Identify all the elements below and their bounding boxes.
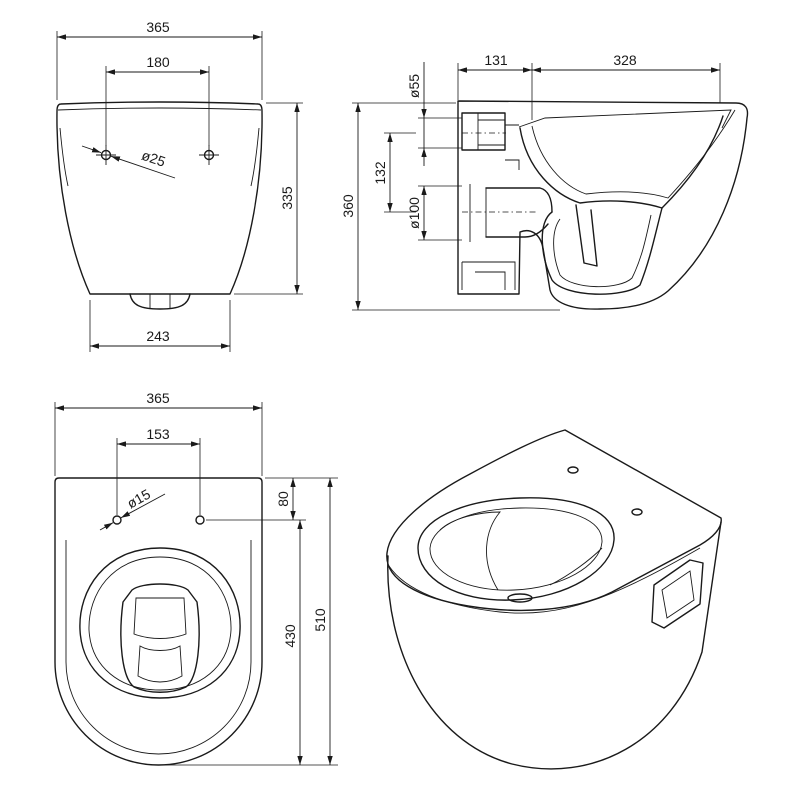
front-height-label: 335 — [279, 186, 295, 210]
side-rear-depth-label: 131 — [484, 52, 508, 68]
side-bowl-inner-surface — [519, 115, 724, 209]
side-trap-outer — [541, 207, 663, 295]
front-side-edge-right — [250, 127, 260, 187]
front-drain-outlet — [129, 293, 191, 310]
side-section-view: 131 328 360 ø55 132 ø100 — [340, 52, 749, 311]
iso-rim-edge — [388, 547, 701, 614]
side-spacing-label: 132 — [372, 161, 388, 185]
iso-side-opening — [651, 559, 704, 629]
front-rim-line — [57, 107, 262, 111]
iso-bowl-interior — [439, 511, 603, 591]
top-seat-ring-inner — [88, 556, 232, 691]
iso-hole-left — [567, 466, 579, 474]
top-hole-spacing-label: 153 — [146, 426, 170, 442]
iso-drain-opening — [507, 593, 533, 603]
iso-bowl-rim-outer — [417, 497, 615, 601]
top-seat-ring-outer — [79, 547, 241, 699]
iso-side-opening-inner — [661, 570, 695, 619]
iso-bowl-rim-inner — [429, 507, 603, 591]
top-length-label: 510 — [312, 608, 328, 632]
side-trap-weir — [575, 204, 598, 267]
front-view: 365 180 ø25 335 243 — [56, 19, 303, 352]
front-hole-dia-leader-b — [110, 155, 176, 179]
top-hole-dia-leader-b — [120, 493, 166, 519]
front-hole-spacing-label: 180 — [146, 54, 170, 70]
front-base-width-label: 243 — [146, 328, 170, 344]
iso-hole-right — [631, 508, 643, 516]
side-upper-pipe-dia-label: ø55 — [406, 74, 422, 98]
front-drain-inner — [149, 294, 171, 308]
side-outlet-duct — [485, 187, 553, 238]
front-hole-dia-leader-a — [81, 145, 102, 154]
top-width-label: 365 — [146, 390, 170, 406]
side-outlet-duct-wall — [469, 184, 487, 242]
top-hole-dia-label: ø15 — [124, 486, 153, 512]
front-side-edge-left — [59, 127, 69, 187]
top-hole-right — [195, 515, 205, 525]
side-outlet-dia-label: ø100 — [406, 197, 422, 229]
front-hole-dia-label: ø25 — [140, 147, 168, 170]
top-length-from-holes-label: 430 — [282, 624, 298, 648]
front-hole-right — [199, 145, 219, 165]
side-mounting-foot — [461, 261, 516, 290]
side-rim-lip — [518, 109, 732, 129]
side-inlet-block — [461, 112, 506, 151]
top-view: 365 153 ø15 80 430 510 — [54, 390, 338, 766]
side-bowl-shell-offset — [531, 109, 736, 199]
side-front-depth-label: 328 — [613, 52, 637, 68]
front-body-outline — [56, 101, 263, 295]
iso-top-face — [386, 429, 722, 612]
top-body-inset-line — [65, 540, 252, 755]
top-hole-offset-label: 80 — [275, 491, 291, 507]
top-bowl-outline — [120, 583, 200, 693]
isometric-view — [386, 429, 722, 770]
top-hole-left — [112, 515, 122, 525]
side-trap-inner — [553, 214, 652, 288]
side-outer-shell — [457, 100, 749, 310]
iso-body — [387, 521, 722, 770]
side-inlet-detail — [477, 113, 520, 170]
front-hole-left — [96, 145, 116, 165]
front-width-label: 365 — [146, 19, 170, 35]
top-hole-dia-leader-a — [99, 522, 114, 531]
top-bowl-inner — [133, 597, 187, 683]
side-height-label: 360 — [340, 194, 356, 218]
